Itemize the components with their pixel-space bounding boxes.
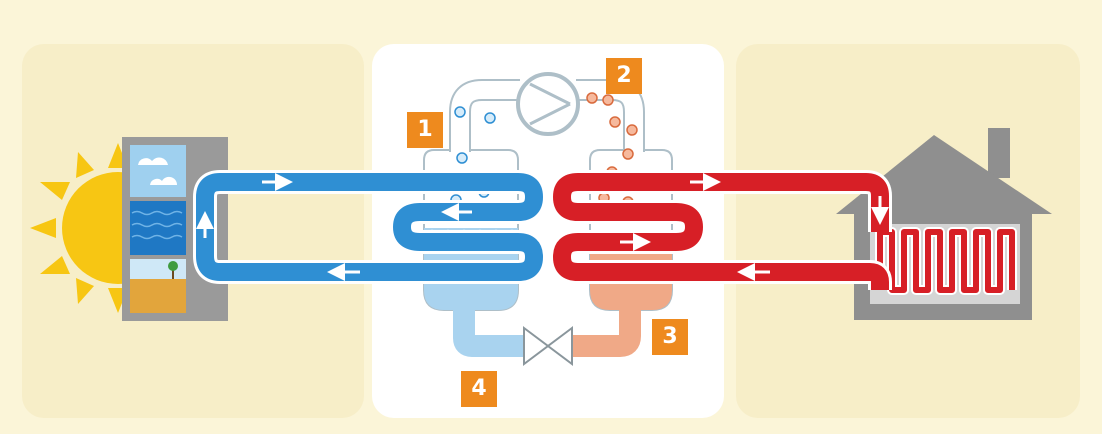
- liquid-line-hot: [572, 308, 641, 357]
- step-badge-2: 2: [616, 63, 632, 88]
- flow-arrows: [196, 173, 889, 281]
- badge-2-bg: [606, 58, 642, 94]
- badge-3-bg: [652, 319, 688, 355]
- step-badge-3: 3: [662, 324, 678, 349]
- step-badge-4: 4: [471, 376, 487, 401]
- radiator-coil: [875, 227, 1017, 295]
- hot-loop-pipe: [550, 170, 892, 294]
- badge-1-bg: [407, 112, 443, 148]
- compressor-icon: [516, 72, 580, 136]
- step-badge-1: 1: [417, 117, 433, 142]
- badge-4-bg: [461, 371, 497, 407]
- cold-loop-pipe: [193, 170, 546, 284]
- expansion-valve-icon: [523, 326, 573, 366]
- liquid-line-cold: [453, 308, 524, 357]
